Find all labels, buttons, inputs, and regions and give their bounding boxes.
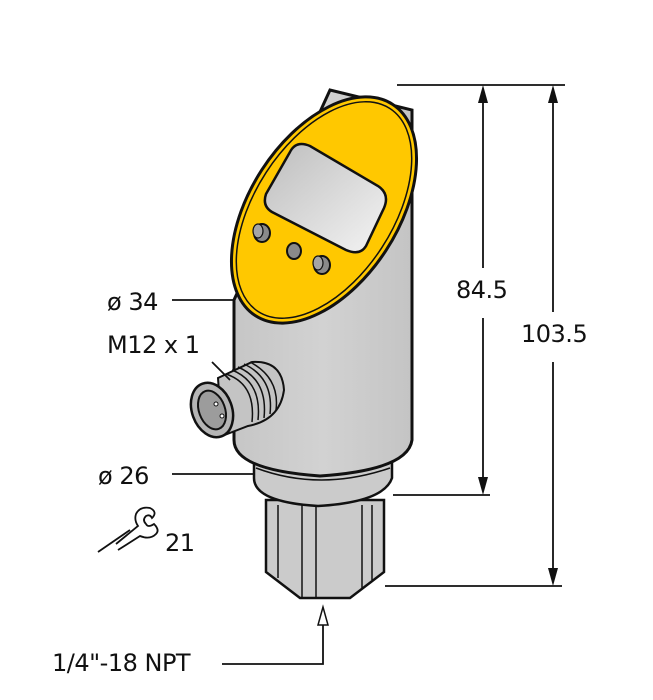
- leader-lines: [172, 299, 324, 665]
- hex-fitting: [264, 498, 386, 600]
- label-height-total: 103.5: [521, 320, 588, 348]
- label-connector-thread: M12 x 1: [107, 331, 200, 359]
- label-height-body: 84.5: [456, 276, 508, 304]
- dimension-arrows: [478, 85, 558, 586]
- dimension-lines: [385, 84, 565, 587]
- display-window: [263, 142, 388, 254]
- button-center: [286, 242, 302, 260]
- label-wrench-size: 21: [165, 529, 195, 557]
- leader-process-thread: [222, 625, 324, 665]
- thread-arrow: [317, 604, 329, 626]
- label-process-thread: 1/4"-18 NPT: [52, 649, 191, 677]
- button-left: [252, 223, 271, 243]
- button-right: [312, 255, 331, 275]
- leader-connector: [211, 361, 231, 381]
- sensor-face: [229, 95, 419, 325]
- m12-connector: [189, 360, 286, 439]
- label-diameter-neck: ø 26: [98, 462, 149, 490]
- label-diameter-body: ø 34: [107, 288, 158, 316]
- wrench-icon: [97, 506, 159, 553]
